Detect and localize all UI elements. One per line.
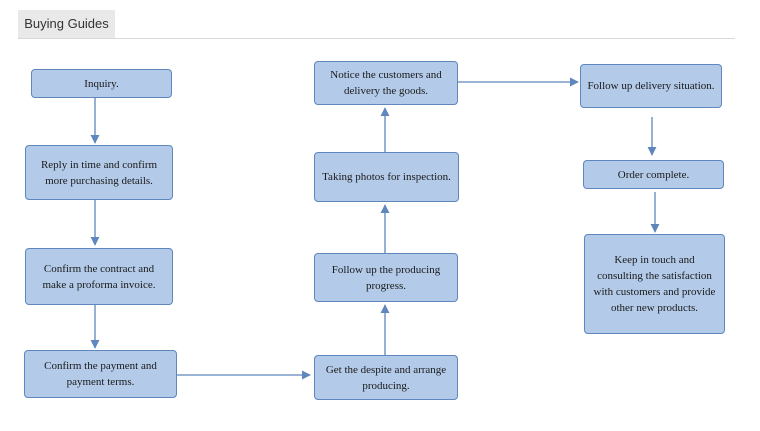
step-keep-in-touch: Keep in touch and consulting the satisfa…	[584, 234, 725, 334]
step-confirm-contract: Confirm the contract and make a proforma…	[25, 248, 173, 305]
tab-bar: Buying Guides	[18, 10, 735, 39]
step-taking-photos: Taking photos for inspection.	[314, 152, 459, 202]
step-notice-customers: Notice the customers and delivery the go…	[314, 61, 458, 105]
step-reply-confirm-details: Reply in time and confirm more purchasin…	[25, 145, 173, 200]
step-confirm-payment: Confirm the payment and payment terms.	[24, 350, 177, 398]
step-inquiry: Inquiry.	[31, 69, 172, 98]
step-follow-producing: Follow up the producing progress.	[314, 253, 458, 302]
tab-buying-guides[interactable]: Buying Guides	[18, 10, 115, 38]
step-follow-delivery: Follow up delivery situation.	[580, 64, 722, 108]
step-order-complete: Order complete.	[583, 160, 724, 189]
step-get-despite: Get the despite and arrange producing.	[314, 355, 458, 400]
